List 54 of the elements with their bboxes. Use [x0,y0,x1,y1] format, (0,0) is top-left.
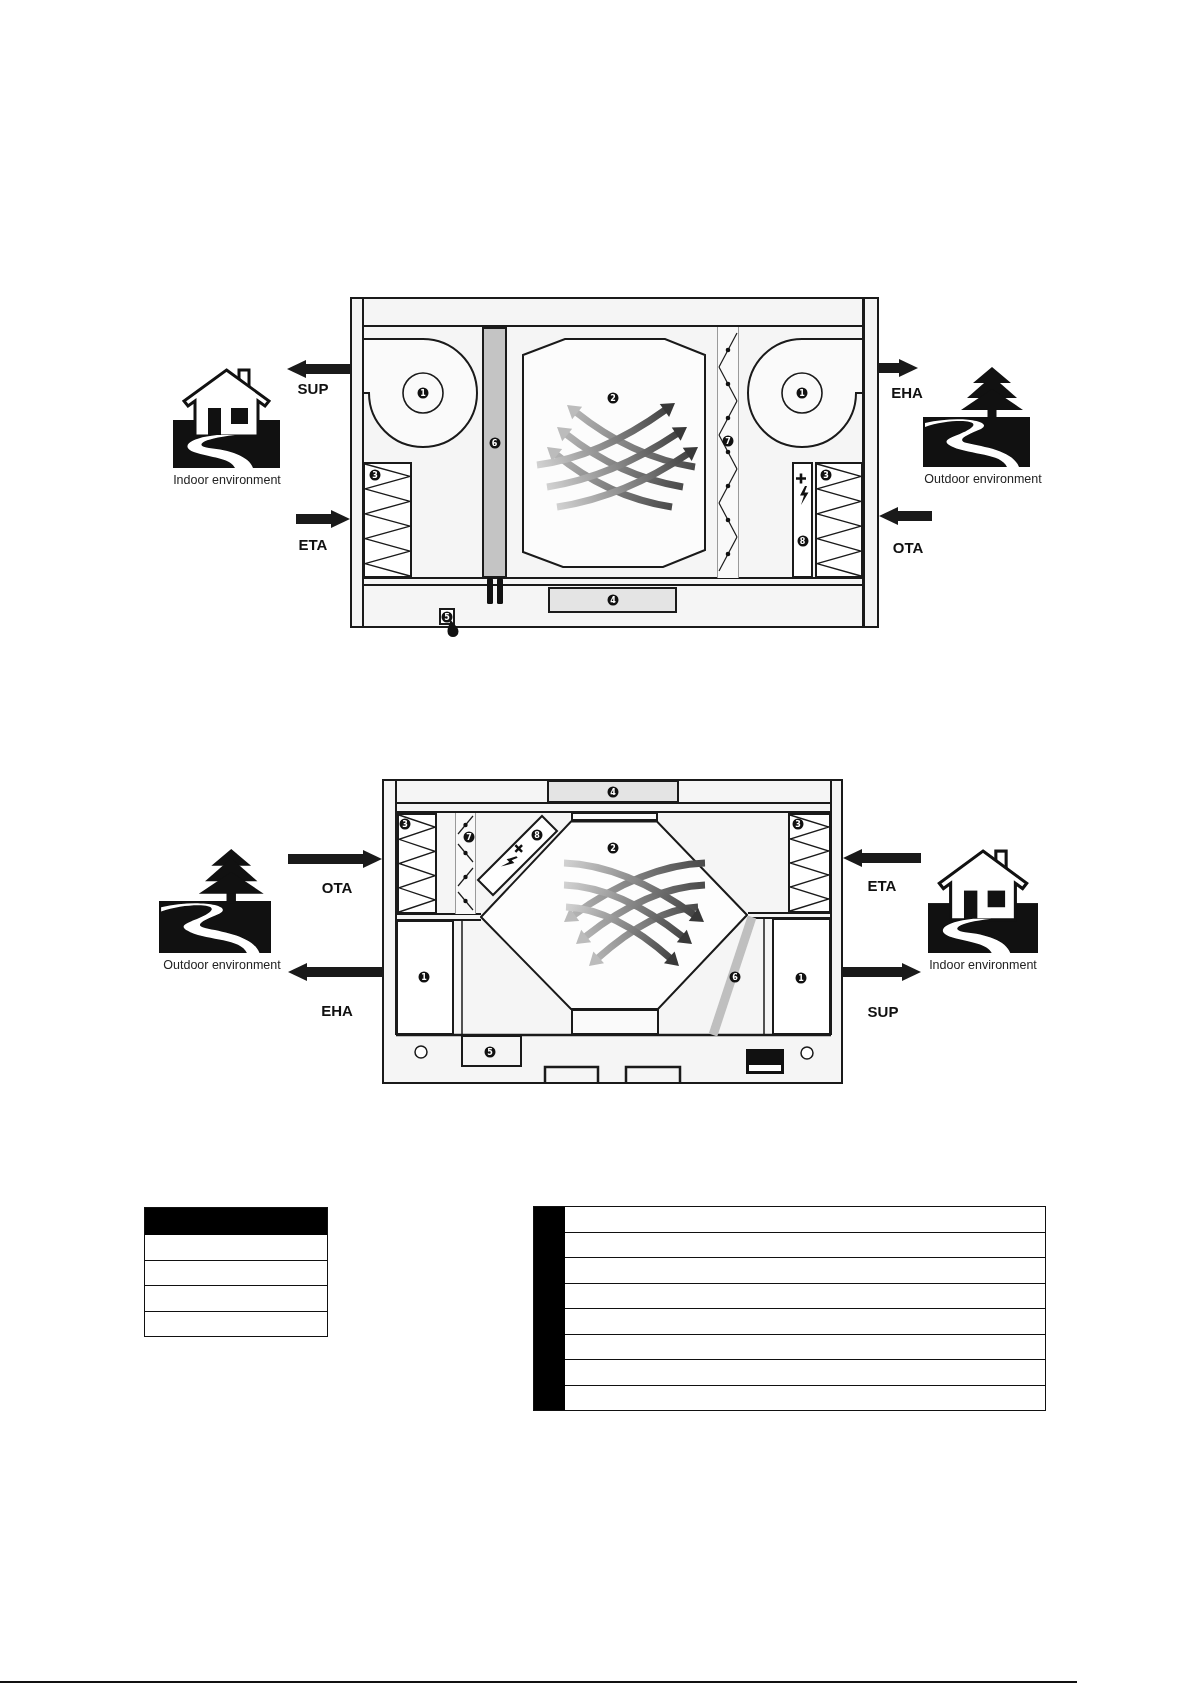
arrow [879,507,932,525]
callout-number: 1 [795,972,807,984]
callout-number: 8 [531,829,543,841]
picture-caption: Outdoor environment [924,471,1042,487]
control-panel [547,780,679,803]
air-handling-unit [350,297,879,628]
bypass-panel [708,915,757,1037]
damper-column [455,813,476,914]
pleated-filter [788,813,831,913]
damper-column [717,327,739,578]
callout-number: 3 [792,818,804,830]
arrow [296,510,350,528]
arrow [287,360,350,378]
heat-exchanger [522,338,706,568]
callout-number: 1 [418,971,430,983]
bypass-panel [482,327,507,578]
arrow [288,963,382,981]
picture-caption: Indoor environment [929,957,1037,973]
callout-number: 2 [607,392,619,404]
callout-number: 3 [369,469,381,481]
callout-number: 3 [820,469,832,481]
heater-panel [792,462,813,578]
heat-exchanger [480,820,748,1010]
end-plate [571,1009,659,1035]
callout-number: 4 [607,594,619,606]
picture-caption: Outdoor environment [163,957,281,973]
picture-caption: Indoor environment [173,472,281,488]
callout-number: 2 [607,842,619,854]
callout-number: 3 [399,818,411,830]
arrow [879,359,918,377]
callout-number: 6 [489,437,500,449]
fan-section [772,918,831,1035]
pleated-filter [397,813,437,914]
callout-number: 7 [722,435,734,447]
pleated-filter [815,462,863,578]
fan-scroll-housing [363,338,479,448]
fan-scroll-housing [747,338,863,448]
sensor [461,1035,522,1067]
callout-number: 7 [463,831,475,843]
arrow [288,850,382,868]
callout-number: 8 [797,535,808,547]
callout-number: 1 [796,387,808,399]
callout-number: 5 [441,611,453,622]
arrow [843,849,921,867]
callout-number: 5 [484,1046,496,1058]
callout-number: 4 [607,786,619,797]
fan-section [396,920,454,1035]
air-handling-unit [382,779,843,1084]
control-panel [548,587,677,613]
callout-number: 1 [417,387,429,399]
pleated-filter [363,462,412,578]
end-plate [571,812,658,821]
callout-number: 6 [729,971,741,983]
arrow [843,963,921,981]
